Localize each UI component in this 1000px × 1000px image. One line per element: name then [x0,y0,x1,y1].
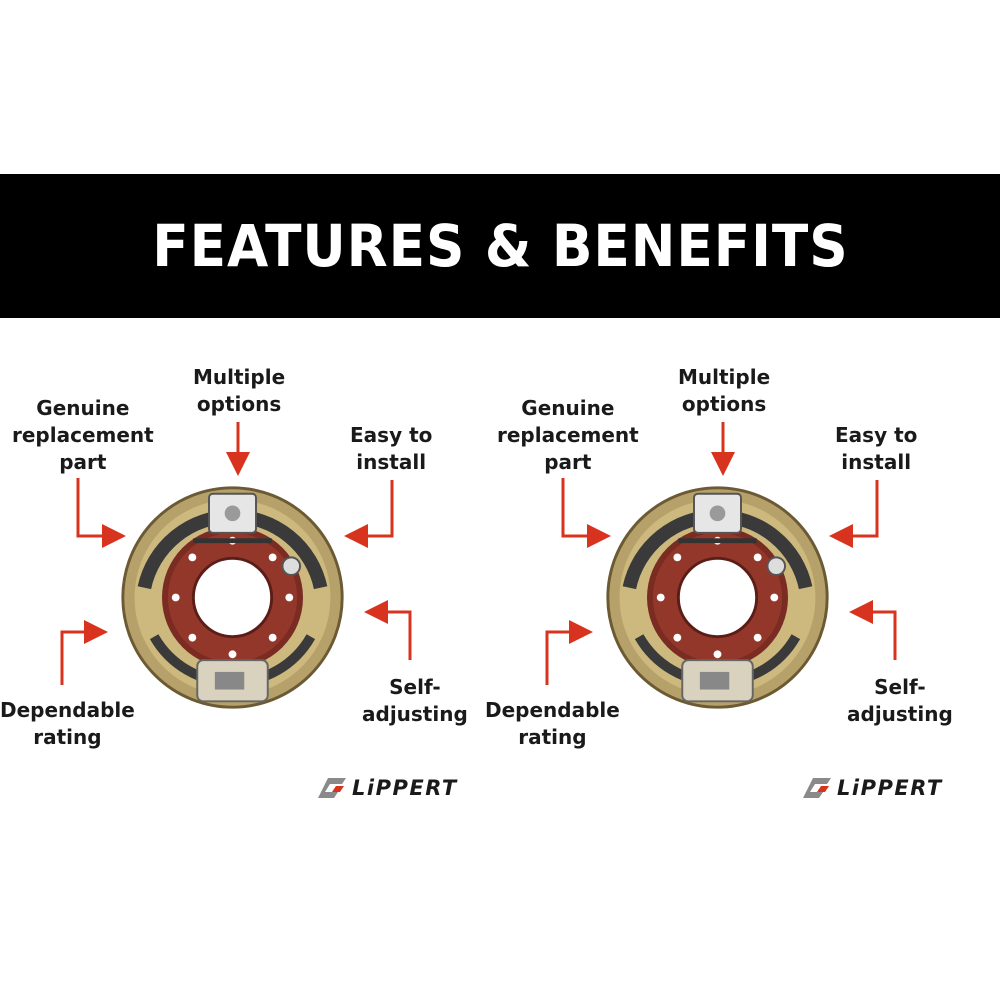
feature-panel-left: Multiple options Genuine replacement par… [0,330,500,830]
arrow-easy-install [344,480,394,548]
arrow-dependable-rating [60,620,108,685]
lippert-logo-icon [318,778,346,798]
label-multiple-options: Multiple options [678,365,771,416]
brake-assembly-image [121,486,344,709]
arrow-easy-install [829,480,879,548]
label-genuine-part: Genuine replacement part [497,396,639,474]
arrow-dependable-rating [545,620,593,685]
features-banner: FEATURES & BENEFITS [0,174,1000,318]
arrow-genuine-part [561,478,611,548]
label-easy-install: Easy to install [350,423,433,474]
label-self-adjusting: Self- adjusting [362,675,468,726]
lippert-logo-icon [803,778,831,798]
label-dependable-rating: Dependable rating [0,698,135,749]
arrow-genuine-part [76,478,126,548]
lippert-logo-text: LiPPERT [837,776,943,800]
callout-arrows [60,422,412,685]
banner-title: FEATURES & BENEFITS [151,212,849,280]
arrow-self-adjusting [849,600,897,660]
feature-panel-right: Multiple options Genuine replacement par… [485,330,985,830]
label-genuine-part: Genuine replacement part [12,396,154,474]
lippert-logo: LiPPERT [318,776,458,800]
label-easy-install: Easy to install [835,423,918,474]
arrow-self-adjusting [364,600,412,660]
label-dependable-rating: Dependable rating [485,698,620,749]
label-self-adjusting: Self- adjusting [847,675,953,726]
lippert-logo-text: LiPPERT [352,776,458,800]
lippert-logo: LiPPERT [803,776,943,800]
label-multiple-options: Multiple options [193,365,286,416]
callout-arrows [545,422,897,685]
brake-assembly-image [606,486,829,709]
